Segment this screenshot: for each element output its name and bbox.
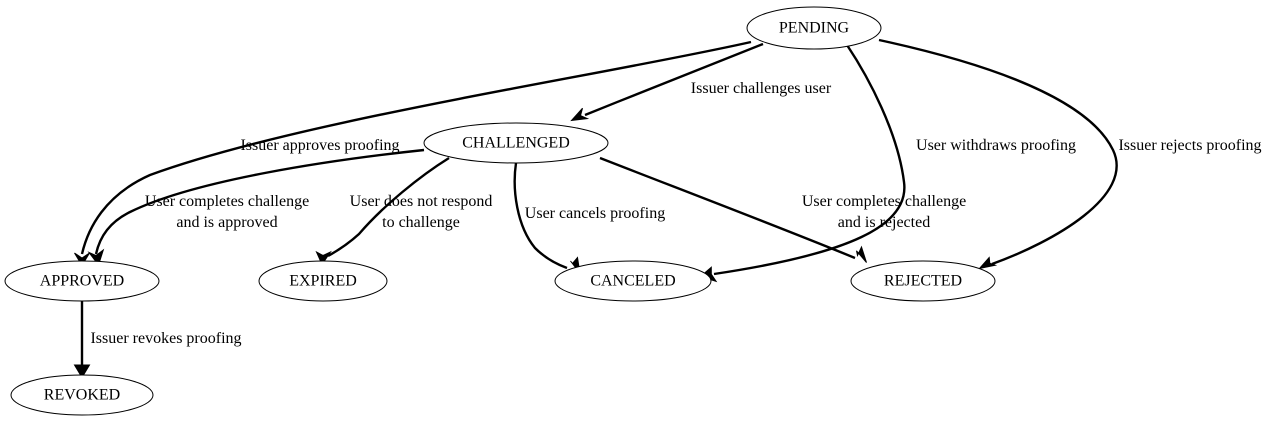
edge-pending-rejected-arrowhead bbox=[978, 256, 998, 270]
node-challenged-label: CHALLENGED bbox=[462, 135, 570, 152]
edge-challenged-canceled-label: User cancels proofing bbox=[525, 205, 665, 222]
node-expired-label: EXPIRED bbox=[289, 273, 357, 290]
node-approved[interactable]: APPROVED bbox=[4, 260, 160, 302]
edge-challenged-expired-label-line2: to challenge bbox=[382, 214, 460, 231]
edge-pending-approved[interactable]: Issuer approves proofing bbox=[74, 40, 752, 267]
edge-challenged-expired-arrowhead bbox=[315, 250, 332, 266]
edge-pending-rejected-label: Issuer rejects proofing bbox=[1118, 137, 1261, 154]
node-revoked[interactable]: REVOKED bbox=[10, 374, 154, 416]
node-expired[interactable]: EXPIRED bbox=[258, 260, 388, 302]
edge-approved-revoked[interactable]: Issuer revokes proofing bbox=[73, 301, 242, 379]
edge-challenged-expired-label-line1: User does not respond bbox=[350, 193, 493, 210]
edge-challenged-approved-path bbox=[94, 148, 425, 255]
node-rejected[interactable]: REJECTED bbox=[850, 260, 996, 302]
edge-challenged-rejected-label-line2: and is rejected bbox=[838, 214, 930, 231]
node-canceled-label: CANCELED bbox=[590, 273, 675, 290]
node-rejected-shape bbox=[850, 260, 996, 302]
edge-pending-canceled-label: User withdraws proofing bbox=[916, 137, 1076, 154]
edge-challenged-rejected-arrowhead bbox=[856, 245, 867, 263]
edge-pending-rejected[interactable]: Issuer rejects proofing bbox=[878, 38, 1262, 270]
edge-pending-approved-path bbox=[80, 40, 752, 255]
edge-challenged-rejected-label-line1: User completes challenge bbox=[802, 193, 966, 210]
edge-pending-approved-label: Issuer approves proofing bbox=[240, 137, 399, 154]
node-canceled-shape bbox=[554, 260, 712, 302]
node-canceled[interactable]: CANCELED bbox=[554, 260, 712, 302]
node-revoked-label: REVOKED bbox=[44, 387, 120, 404]
edge-challenged-approved-label-line2: and is approved bbox=[176, 214, 277, 231]
edge-challenged-expired-path bbox=[327, 156, 450, 258]
edge-pending-challenged[interactable]: Issuer challenges user bbox=[570, 42, 832, 122]
node-revoked-shape bbox=[10, 374, 154, 416]
edge-approved-revoked-arrowhead bbox=[73, 364, 91, 379]
edge-challenged-expired[interactable]: User does not respond to challenge bbox=[315, 156, 493, 266]
edge-challenged-rejected-path bbox=[599, 156, 856, 260]
node-pending-shape bbox=[746, 6, 882, 50]
node-pending[interactable]: PENDING bbox=[746, 6, 882, 50]
edge-challenged-rejected[interactable]: User completes challenge and is rejected bbox=[599, 156, 966, 263]
edge-pending-challenged-path bbox=[584, 42, 764, 117]
edge-challenged-canceled-path bbox=[513, 162, 568, 270]
node-approved-label: APPROVED bbox=[40, 273, 124, 290]
edge-approved-revoked-label: Issuer revokes proofing bbox=[90, 330, 241, 347]
edge-challenged-approved-label-line1: User completes challenge bbox=[145, 193, 309, 210]
node-challenged-shape bbox=[423, 122, 609, 164]
edge-challenged-canceled[interactable]: User cancels proofing bbox=[513, 162, 665, 274]
node-pending-label: PENDING bbox=[779, 20, 850, 37]
edge-pending-challenged-arrowhead bbox=[570, 107, 590, 122]
edge-pending-canceled[interactable]: User withdraws proofing bbox=[699, 44, 1076, 283]
node-approved-shape bbox=[4, 260, 160, 302]
edge-challenged-approved[interactable]: User completes challenge and is approved bbox=[87, 148, 425, 267]
node-expired-shape bbox=[258, 260, 388, 302]
edge-pending-canceled-path bbox=[713, 44, 906, 276]
edge-pending-rejected-path bbox=[878, 38, 1118, 266]
node-rejected-label: REJECTED bbox=[884, 273, 962, 290]
edge-pending-challenged-label: Issuer challenges user bbox=[691, 80, 832, 97]
node-challenged[interactable]: CHALLENGED bbox=[423, 122, 609, 164]
